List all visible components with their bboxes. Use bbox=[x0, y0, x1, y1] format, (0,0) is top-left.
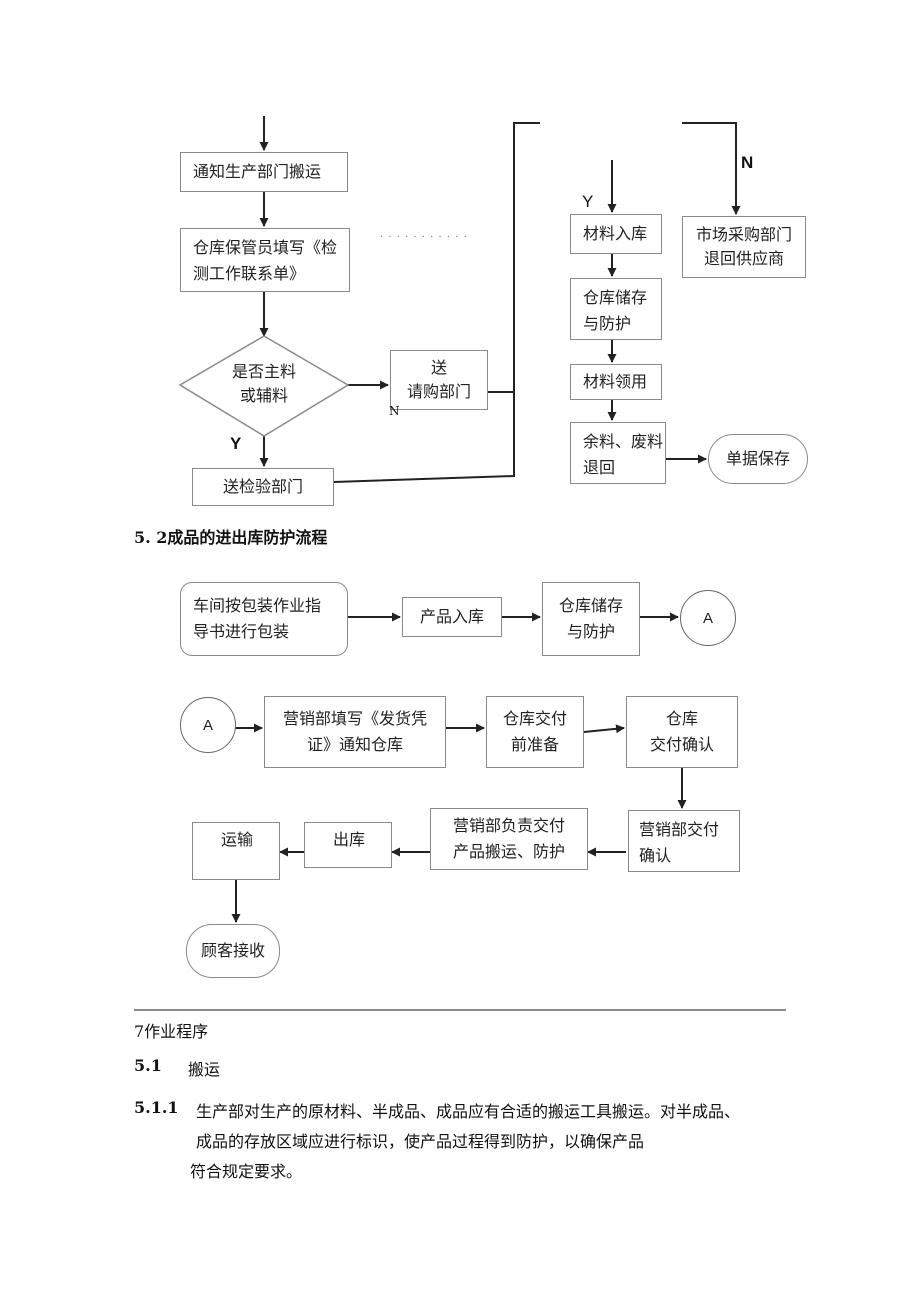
warehouse-storage-2-box: 仓库储存 与防护 bbox=[542, 582, 640, 656]
document-keep-box: 单据保存 bbox=[708, 434, 808, 484]
section-5-1-1-line-3: 符合规定要求。 bbox=[190, 1162, 303, 1181]
transport-box: 运输 bbox=[192, 822, 280, 880]
notify-production-box: 通知生产部门搬运 bbox=[180, 152, 348, 192]
sales-handling-box: 营销部负责交付 产品搬运、防护 bbox=[430, 808, 588, 870]
label-n-small: N bbox=[389, 404, 400, 418]
pre-delivery-line-2: 前准备 bbox=[510, 735, 559, 754]
section-5-1-1-line-1: 生产部对生产的原材料、半成品、成品应有合适的搬运工具搬运。对半成品、 bbox=[196, 1102, 741, 1121]
sales-confirm-line-2: 确认 bbox=[639, 846, 672, 865]
voucher-line-2: 证》通知仓库 bbox=[306, 735, 403, 754]
material-stock-in-text: 材料入库 bbox=[583, 224, 648, 243]
material-requisition-box: 材料领用 bbox=[570, 364, 662, 400]
section-7-title: 7作业程序 bbox=[134, 1018, 208, 1042]
confirm-line-1: 仓库 bbox=[665, 709, 698, 728]
label-n-branch: N bbox=[741, 153, 754, 172]
material-requisition-text: 材料领用 bbox=[583, 372, 648, 391]
return-supplier-line-2: 退回供应商 bbox=[703, 249, 784, 268]
return-scrap-box: 余料、废料 退回 bbox=[570, 422, 666, 484]
storage2-line-1: 仓库储存 bbox=[558, 596, 623, 615]
to-inspection-text: 送检验部门 bbox=[222, 477, 303, 496]
pre-delivery-box: 仓库交付 前准备 bbox=[486, 696, 584, 768]
fill-inspection-form-box: 仓库保管员填写《检 测工作联系单》 bbox=[180, 228, 350, 292]
fill-form-line-2: 测工作联系单》 bbox=[193, 264, 306, 283]
packaging-line-2: 导书进行包装 bbox=[193, 622, 290, 641]
return-supplier-line-1: 市场采购部门 bbox=[695, 225, 792, 244]
section-5-1-title: 搬运 bbox=[188, 1060, 221, 1079]
confirm-line-2: 交付确认 bbox=[649, 735, 714, 754]
stock-out-box: 出库 bbox=[304, 822, 392, 868]
dotted-separator: · · · · · · · · · · · bbox=[380, 232, 468, 243]
section-5-1-1-line-2: 成品的存放区域应进行标识，使产品过程得到防护，以确保产品 bbox=[196, 1132, 645, 1151]
to-purchase-line-1: 送 bbox=[430, 358, 447, 377]
sales-confirm-line-1: 营销部交付 bbox=[639, 820, 720, 839]
decision-line-1: 是否主料 bbox=[231, 362, 296, 381]
connector-a-out: A bbox=[680, 590, 736, 646]
to-inspection-dept-box: 送检验部门 bbox=[192, 468, 334, 506]
transport-text: 运输 bbox=[221, 830, 254, 849]
sales-handling-line-1: 营销部负责交付 bbox=[452, 816, 565, 835]
fill-form-line-1: 仓库保管员填写《检 bbox=[193, 238, 338, 257]
document-keep-text: 单据保存 bbox=[725, 449, 790, 468]
voucher-line-1: 营销部填写《发货凭 bbox=[282, 709, 427, 728]
label-y-decision: Y bbox=[230, 434, 242, 453]
decision-diamond bbox=[178, 335, 350, 437]
to-purchase-dept-box: 送 请购部门 bbox=[390, 350, 488, 410]
section-5-1-1-number: 5.1.1 bbox=[134, 1098, 179, 1117]
packaging-box: 车间按包装作业指 导书进行包装 bbox=[180, 582, 348, 656]
connector-a-out-text: A bbox=[702, 609, 713, 627]
customer-receive-box: 顾客接收 bbox=[186, 924, 280, 978]
storage2-line-2: 与防护 bbox=[566, 622, 615, 641]
return-supplier-box: 市场采购部门 退回供应商 bbox=[682, 216, 806, 278]
section-7-text: 7作业程序 bbox=[134, 1022, 209, 1041]
storage-line-1: 仓库储存 bbox=[583, 288, 648, 307]
product-stock-in-text: 产品入库 bbox=[419, 607, 484, 626]
label-y-branch: Y bbox=[582, 192, 594, 211]
material-stock-in-box: 材料入库 bbox=[570, 214, 662, 254]
decision-text: 是否主料 或辅料 bbox=[200, 360, 328, 408]
decision-line-2: 或辅料 bbox=[239, 386, 288, 405]
notify-production-text: 通知生产部门搬运 bbox=[193, 162, 322, 181]
product-stock-in-box: 产品入库 bbox=[402, 597, 502, 637]
stock-out-text: 出库 bbox=[333, 830, 366, 849]
warehouse-confirm-box: 仓库 交付确认 bbox=[626, 696, 738, 768]
packaging-line-1: 车间按包装作业指 bbox=[193, 596, 322, 615]
return-scrap-line-2: 退回 bbox=[583, 458, 616, 477]
section-5-2-title: 5. 2成品的进出库防护流程 bbox=[134, 528, 328, 547]
fill-delivery-voucher-box: 营销部填写《发货凭 证》通知仓库 bbox=[264, 696, 446, 768]
customer-receive-text: 顾客接收 bbox=[200, 941, 265, 960]
to-purchase-line-2: 请购部门 bbox=[406, 382, 471, 401]
sales-handling-line-2: 产品搬运、防护 bbox=[452, 842, 565, 861]
pre-delivery-line-1: 仓库交付 bbox=[502, 709, 567, 728]
connector-a-in: A bbox=[180, 697, 236, 753]
warehouse-storage-box: 仓库储存 与防护 bbox=[570, 278, 662, 340]
sales-confirm-box: 营销部交付 确认 bbox=[628, 810, 740, 872]
return-scrap-line-1: 余料、废料 bbox=[583, 432, 664, 451]
section-5-1-number: 5.1 bbox=[134, 1056, 162, 1075]
connector-a-in-text: A bbox=[202, 716, 213, 734]
storage-line-2: 与防护 bbox=[583, 314, 632, 333]
